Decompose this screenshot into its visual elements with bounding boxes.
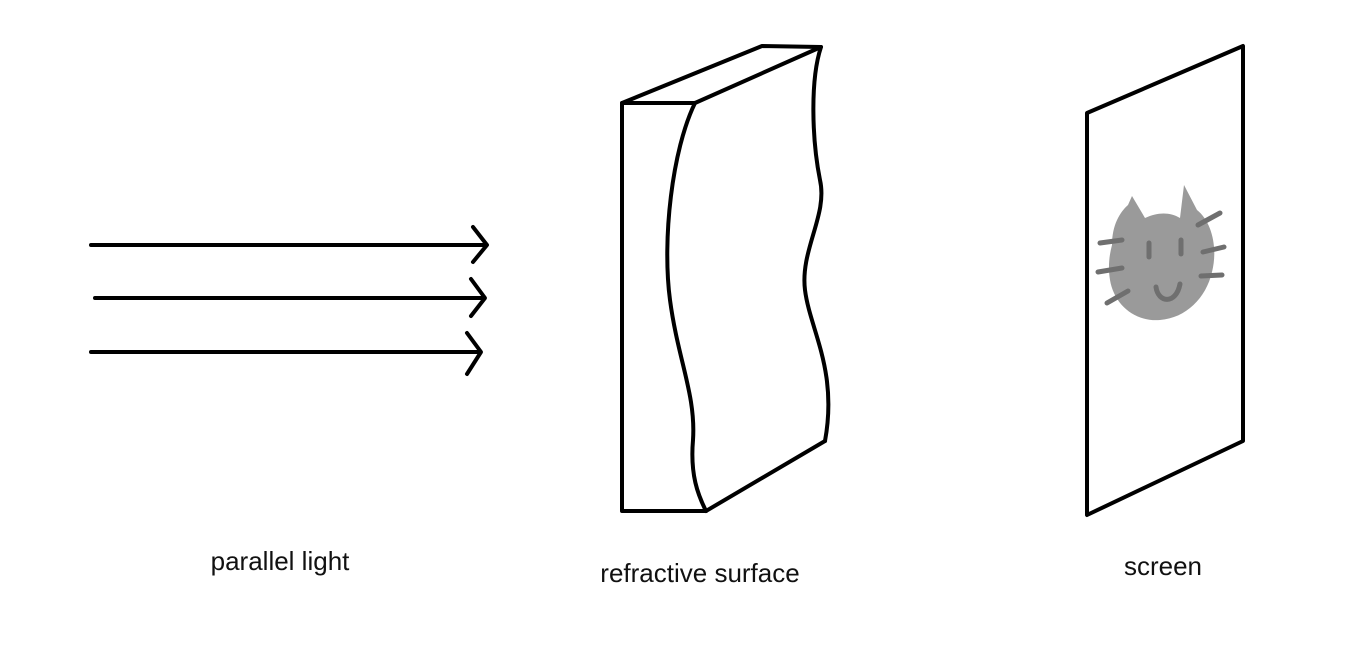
screen-label: screen (1123, 551, 1203, 581)
refractive-surface-slab (620, 44, 831, 513)
light-ray-arrow (89, 225, 489, 264)
parallel-light-label: parallel light (210, 546, 350, 576)
slab-bottom-edge (704, 439, 827, 513)
cat-whisker (1095, 265, 1125, 275)
slab-wavy-edge-right (802, 45, 831, 443)
cat-whisker (1195, 210, 1223, 228)
light-ray-arrow (89, 331, 483, 376)
cat-face-icon (1095, 185, 1227, 321)
parallel-light-rays (89, 225, 489, 376)
slab-wavy-edge-left (665, 101, 708, 513)
slab-top-face (620, 44, 823, 105)
cat-head (1108, 185, 1215, 321)
cat-whisker (1198, 272, 1225, 279)
slab-flat-face (620, 101, 708, 513)
cat-whisker (1104, 288, 1131, 306)
cat-whisker (1097, 237, 1125, 246)
screen-panel (1085, 44, 1245, 517)
cat-mouth (1153, 281, 1183, 302)
refractive-surface-label: refractive surface (600, 558, 800, 588)
light-ray-arrow (93, 277, 487, 318)
cat-whisker (1200, 244, 1227, 255)
